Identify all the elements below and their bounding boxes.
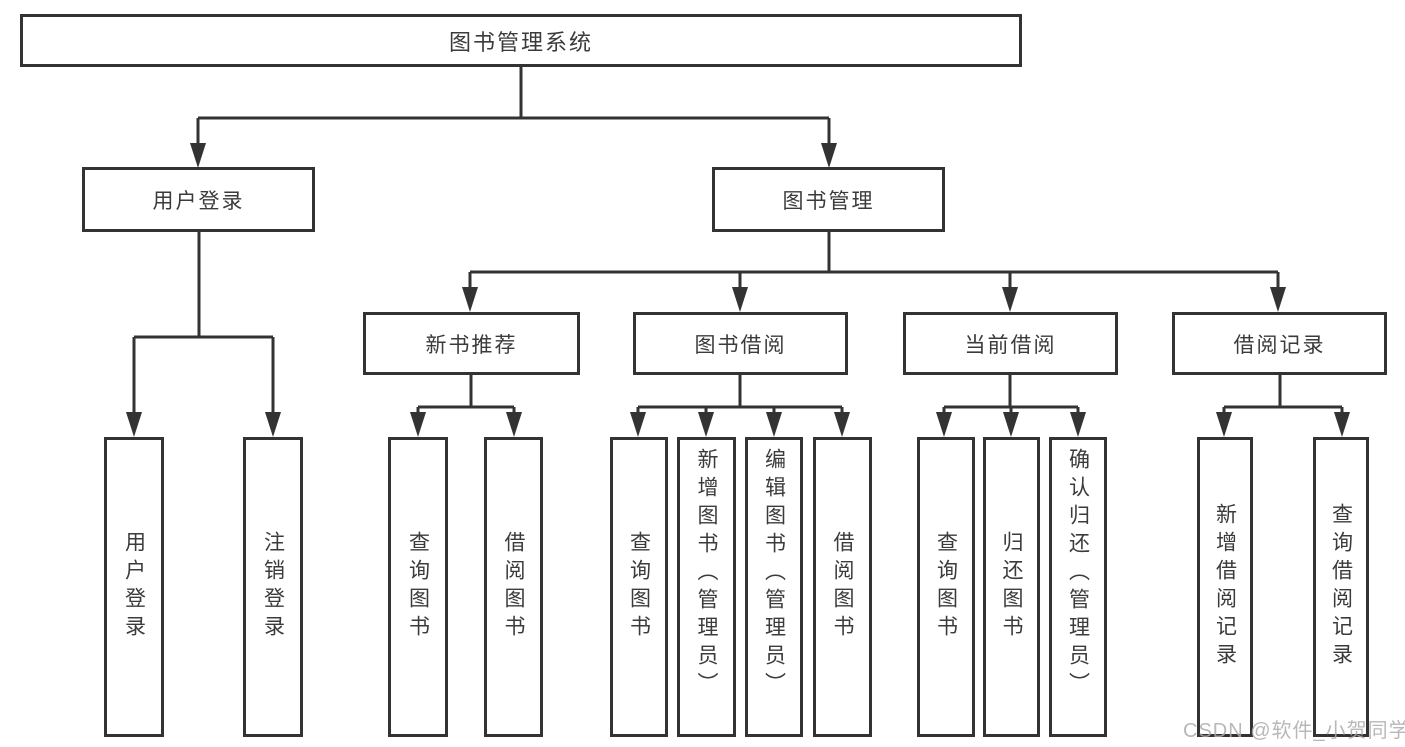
node-label: 当前借阅	[964, 333, 1057, 357]
leaf-borrow-books-borrowing: 借阅图书	[813, 437, 872, 737]
node-library-management-system: 图书管理系统	[20, 14, 1022, 67]
node-current-borrowing: 当前借阅	[903, 312, 1118, 375]
leaf-user-login: 用户登录	[104, 437, 164, 737]
leaf-query-borrow-record: 查询借阅记录	[1313, 437, 1369, 737]
node-label: 图书借阅	[694, 333, 787, 357]
node-new-book-recommendation: 新书推荐	[363, 312, 580, 375]
node-label: 用户登录	[152, 189, 245, 213]
leaf-return-books: 归还图书	[983, 437, 1040, 737]
leaf-label: 查询图书	[406, 531, 430, 643]
leaf-label: 注销登录	[261, 531, 285, 643]
leaf-label: 归还图书	[1000, 531, 1023, 643]
leaf-confirm-return-admin: 确认归还（管理员）	[1049, 437, 1107, 737]
node-label: 借阅记录	[1233, 333, 1326, 357]
leaf-label: 借阅图书	[502, 531, 525, 643]
leaf-add-borrow-record: 新增借阅记录	[1197, 437, 1253, 737]
leaf-label: 新增借阅记录	[1213, 503, 1237, 671]
node-book-management: 图书管理	[712, 167, 945, 232]
node-label: 图书管理系统	[448, 29, 593, 55]
node-borrowing-records: 借阅记录	[1172, 312, 1387, 375]
leaf-label: 借阅图书	[831, 531, 854, 643]
leaf-label: 查询图书	[627, 531, 651, 643]
leaf-borrow-books-recommend: 借阅图书	[484, 437, 543, 737]
leaf-label: 编辑图书（管理员）	[762, 448, 786, 700]
watermark: CSDN @软件_小贺同学	[1183, 720, 1405, 742]
leaf-label: 确认归还（管理员）	[1066, 448, 1090, 700]
leaf-edit-book-admin: 编辑图书（管理员）	[745, 437, 803, 737]
node-label: 新书推荐	[425, 333, 518, 357]
node-user-login: 用户登录	[82, 167, 315, 232]
leaf-query-books-current: 查询图书	[917, 437, 975, 737]
leaf-logout: 注销登录	[243, 437, 303, 737]
node-label: 图书管理	[782, 189, 875, 213]
leaf-query-books-borrowing: 查询图书	[610, 437, 668, 737]
leaf-label: 新增图书（管理员）	[695, 448, 718, 700]
leaf-label: 查询借阅记录	[1329, 503, 1353, 671]
leaf-query-books-recommend: 查询图书	[388, 437, 448, 737]
leaf-label: 查询图书	[934, 531, 958, 643]
node-book-borrowing: 图书借阅	[633, 312, 848, 375]
leaf-add-book-admin: 新增图书（管理员）	[677, 437, 736, 737]
leaf-label: 用户登录	[122, 531, 146, 643]
